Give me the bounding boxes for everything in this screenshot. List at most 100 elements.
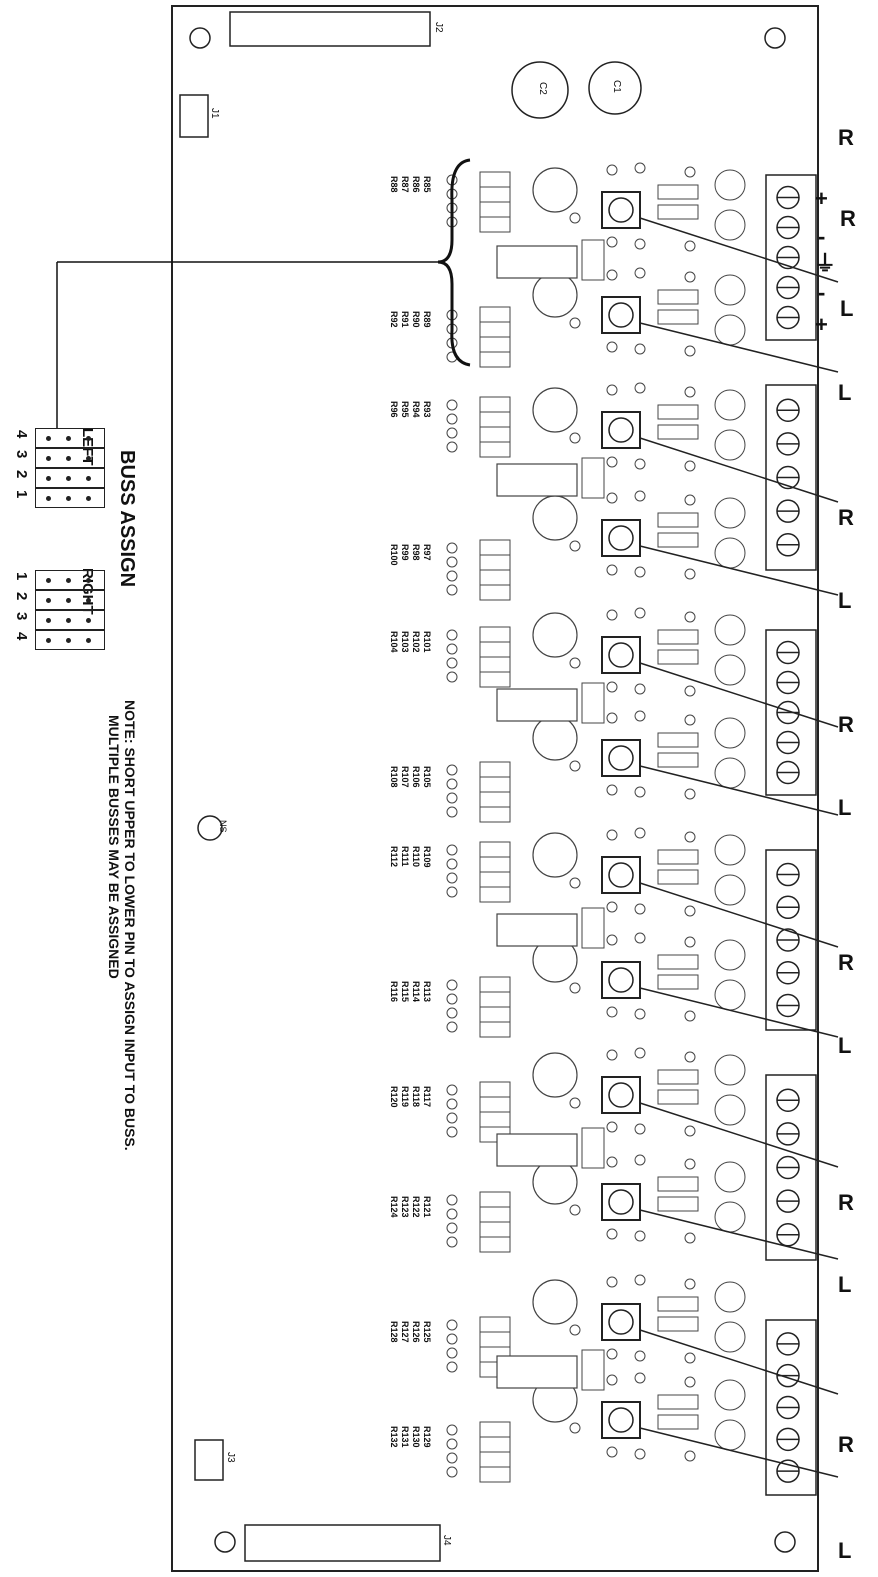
resistor-pad	[446, 858, 458, 870]
resistor-pad	[446, 1007, 458, 1019]
terminal-sign-plus-top: +	[815, 186, 828, 211]
test-point	[634, 1274, 646, 1286]
jumper-pin-pair	[35, 428, 105, 448]
right-jumper-block	[35, 570, 105, 652]
resistor-label: R132	[389, 1426, 399, 1448]
resistor-pad	[446, 441, 458, 453]
resistor-label: R89	[422, 311, 432, 328]
capacitor	[714, 1321, 746, 1353]
jumper-pin	[66, 496, 71, 501]
film-capacitor	[657, 404, 699, 420]
resistor-pad	[446, 1021, 458, 1033]
capacitor	[714, 1419, 746, 1451]
test-point	[569, 657, 581, 669]
mount-hole	[189, 27, 211, 49]
trim-pot-dial	[608, 1189, 634, 1215]
test-point	[634, 683, 646, 695]
capacitor-box	[581, 907, 605, 949]
test-point	[634, 932, 646, 944]
resistor-pad	[446, 556, 458, 568]
test-point	[634, 1154, 646, 1166]
jumper-pin-pair	[35, 590, 105, 610]
note-line-1: NOTE: SHORT UPPER TO LOWER PIN TO ASSIGN…	[122, 700, 138, 1151]
test-point	[684, 905, 696, 917]
jumper-pin	[66, 618, 71, 623]
capacitor-box	[581, 239, 605, 281]
resistor-label: R121	[422, 1196, 432, 1218]
leader-line	[639, 662, 839, 728]
mount-hole	[764, 27, 786, 49]
capacitor-c2	[511, 61, 569, 119]
channel-label-8: L	[838, 1033, 852, 1058]
film-capacitor	[657, 309, 699, 325]
resistor-label: R107	[400, 766, 410, 788]
resistor-label: R115	[400, 981, 410, 1003]
test-point	[569, 1422, 581, 1434]
test-point	[684, 1352, 696, 1364]
ic-chip	[496, 913, 578, 947]
capacitor	[714, 209, 746, 241]
channel-label-12: L	[838, 1538, 852, 1563]
capacitor-box	[581, 1127, 605, 1169]
jumper-pin	[46, 496, 51, 501]
trim-pot-dial	[608, 642, 634, 668]
leader-line	[639, 765, 839, 816]
test-point	[569, 1097, 581, 1109]
label-c1: C1	[611, 80, 622, 93]
trim-pot-dial	[608, 745, 634, 771]
trim-pot-dial	[608, 197, 634, 223]
resistor-pad	[446, 1222, 458, 1234]
resistor-label: R108	[389, 766, 399, 788]
terminal-sign-r: R	[840, 206, 856, 231]
test-point	[684, 568, 696, 580]
capacitor	[714, 1281, 746, 1313]
capacitor	[714, 1054, 746, 1086]
test-point	[634, 710, 646, 722]
terminal-sign-minus-top: -	[818, 224, 826, 249]
test-point	[634, 1448, 646, 1460]
test-point	[684, 1158, 696, 1170]
trim-pot-dial	[608, 1082, 634, 1108]
test-point	[684, 936, 696, 948]
capacitor	[714, 389, 746, 421]
test-point	[634, 1008, 646, 1020]
test-point	[569, 540, 581, 552]
capacitor	[714, 314, 746, 346]
leader-line	[639, 217, 839, 283]
resistor-pad	[446, 413, 458, 425]
capacitor	[714, 654, 746, 686]
resistor-pad	[446, 629, 458, 641]
resistor-pad	[446, 1347, 458, 1359]
resistor-label: R113	[422, 981, 432, 1003]
resistor-pad	[446, 399, 458, 411]
resistor-pad	[446, 657, 458, 669]
resistor-pad	[446, 1319, 458, 1331]
capacitor-box	[581, 457, 605, 499]
test-point	[606, 456, 618, 468]
resistor-label: R125	[422, 1321, 432, 1343]
leader-line	[639, 987, 839, 1038]
jumper-pin	[86, 638, 91, 643]
left-pin-3: 3	[13, 450, 30, 459]
film-capacitor	[657, 629, 699, 645]
resistor-label: R91	[400, 311, 410, 328]
right-pin-4: 4	[13, 632, 30, 641]
capacitor	[532, 1052, 578, 1098]
film-capacitor	[657, 1069, 699, 1085]
resistor-label: R111	[400, 846, 410, 867]
test-point	[606, 712, 618, 724]
mount-hole	[774, 1531, 796, 1553]
test-point	[634, 343, 646, 355]
test-point	[569, 1204, 581, 1216]
test-point	[569, 1324, 581, 1336]
resistor-pad	[446, 570, 458, 582]
capacitor	[714, 169, 746, 201]
test-point	[634, 162, 646, 174]
test-point	[634, 382, 646, 394]
resistor-pad	[446, 1098, 458, 1110]
test-point	[684, 1051, 696, 1063]
resistor-label: R99	[400, 544, 410, 561]
trim-pot-dial	[608, 525, 634, 551]
